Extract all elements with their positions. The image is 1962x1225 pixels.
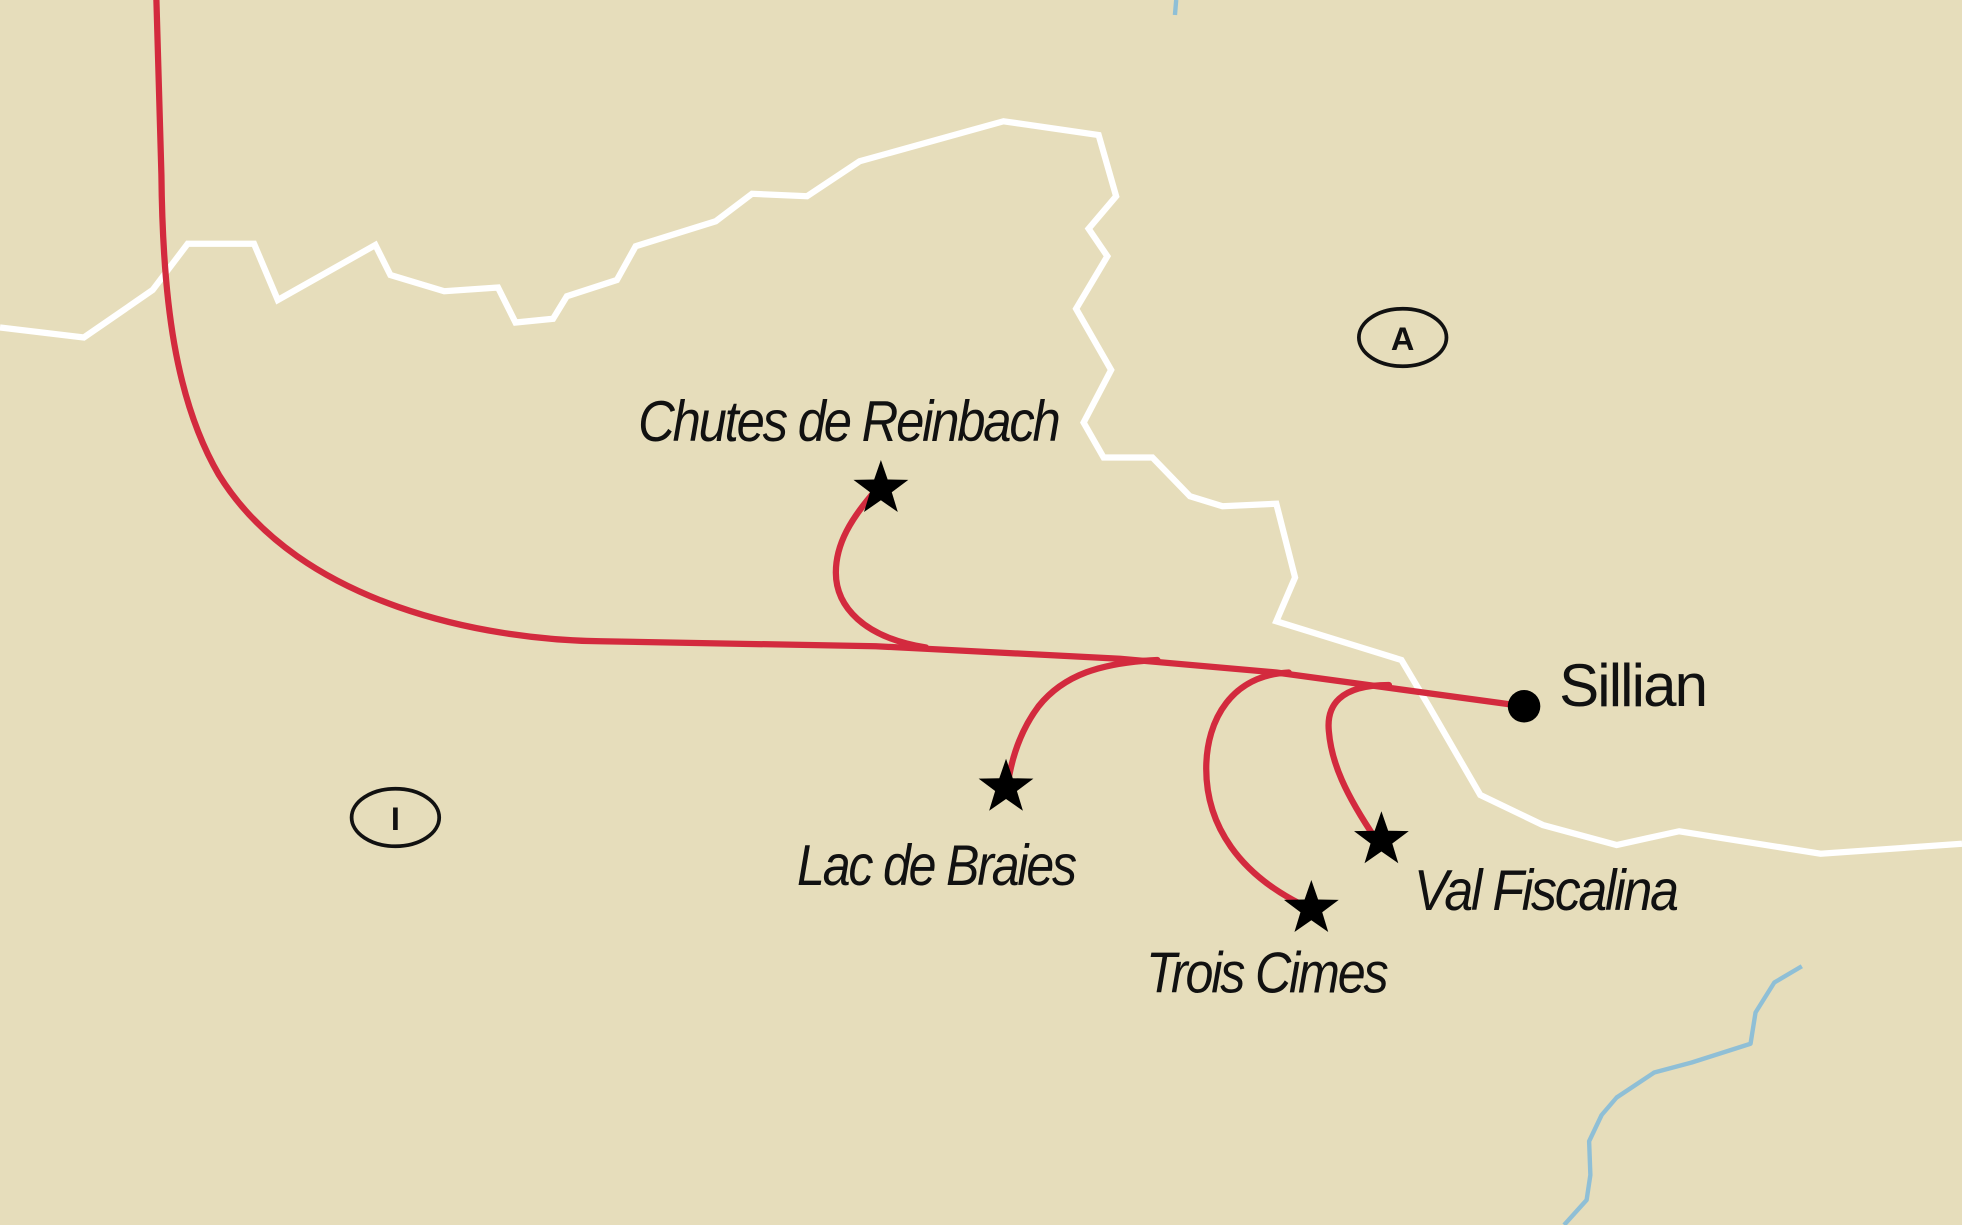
city-label-sillian: Sillian — [1559, 652, 1706, 719]
route-branch-reinbach — [832, 486, 930, 651]
route-branch-braies — [1004, 656, 1161, 791]
star-icon — [978, 758, 1034, 811]
route-main — [153, 0, 1528, 710]
national-border — [0, 118, 1962, 857]
destination-label-braies: Lac de Braies — [797, 834, 1076, 898]
star-icon — [853, 460, 909, 512]
country-code-i: I — [391, 801, 400, 837]
country-badge-italy: I — [349, 786, 442, 849]
destination-label-fiscalina: Val Fiscalina — [1414, 859, 1678, 923]
star-icon — [1354, 811, 1409, 864]
destination-label-reinbach: Chutes de Reinbach — [638, 390, 1059, 454]
star-icon — [1283, 880, 1339, 932]
destination-label-trois-cimes: Trois Cimes — [1146, 942, 1388, 1006]
country-badge-austria: A — [1357, 306, 1449, 369]
route-branch-trois-cimes — [1203, 669, 1311, 911]
country-code-a: A — [1391, 321, 1414, 357]
river-southeast — [1562, 964, 1803, 1225]
river-top — [1172, 0, 1179, 16]
dot-marker-icon — [1507, 690, 1541, 723]
route-branch-fiscalina — [1325, 681, 1393, 844]
country-oval — [1357, 306, 1449, 369]
country-oval — [349, 786, 442, 849]
